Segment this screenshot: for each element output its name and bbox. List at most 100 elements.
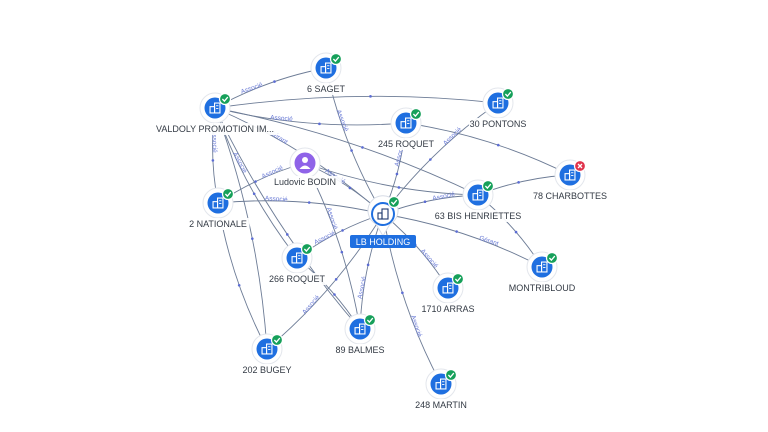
node-label: 1710 ARRAS [421,304,474,314]
edge-label-saget-lb: Associé [335,109,350,133]
edge-arrow-henriettes-lb [423,200,427,203]
node-lb-holding[interactable]: LB HOLDING [350,195,416,248]
focus-label-bg [350,235,416,248]
edge-arrow-bodin-nationale [254,180,257,183]
node-valdoly-promotion-im[interactable]: VALDOLY PROMOTION IM... [152,92,278,135]
check-badge-icon [221,187,235,201]
node-label: 30 PONTONS [470,119,527,129]
building-icon [564,169,576,181]
building-icon [442,282,454,294]
edge-valdoly-pontons [214,95,499,109]
edge-label-valdoly-saget: Associé [240,81,264,95]
node-label: MONTRIBLOUD [509,283,576,293]
node-label: 6 SAGET [307,84,346,94]
node-label-bg [240,364,294,376]
node-label: 245 ROQUET [378,139,435,149]
node-label-bg [377,138,435,150]
node-245-roquet[interactable]: 245 ROQUET [377,107,435,150]
node-89-balmes[interactable]: 89 BALMES [333,313,387,356]
building-icon [377,208,389,220]
edge-arrow-valdoly-roquet266 [252,192,256,196]
node-label-bg [268,273,326,285]
edge-label-nationale-lb: Associé [265,195,289,204]
node-label-bg [533,190,607,202]
node-6-saget[interactable]: 6 SAGET [304,52,348,95]
edge-valdoly-bugey [214,107,268,350]
edge-arrow-valdoly-balmes [286,233,289,236]
check-badge-icon [329,52,343,66]
edge-arrow-nationale-bugey [237,283,241,287]
edge-label-balmes-lb: Associé [357,275,368,299]
edge-label-henriettes-lb: Associé [432,191,456,202]
check-badge-icon [387,195,401,209]
node-label-bg [430,210,526,222]
edge-nationale-lb [217,200,384,215]
edge-arrow-charbottes-henriettes [517,181,520,184]
building-icon [212,197,224,209]
edge-label-arras-lb: Associé [419,248,440,270]
edge-roquet245-charbottes [405,122,571,176]
node-label-bg [268,176,342,188]
node-63-bis-henriettes[interactable]: 63 BIS HENRIETTES [430,179,526,222]
node-label-bg [469,118,527,130]
node-label: 78 CHARBOTTES [533,191,607,201]
node-label-bg [186,218,250,230]
node-label: 2 NATIONALE [189,219,247,229]
node-label: 266 ROQUET [269,274,326,284]
node-label: 63 BIS HENRIETTES [435,211,522,221]
edge-arrow-roquet245-charbottes [496,143,500,147]
edge-arrow-roquet266-balmes [333,293,336,296]
edge-arrow-pontons-lb [429,158,432,161]
cross-badge-icon [573,159,587,173]
node-label-bg [333,344,387,356]
building-icon [354,323,366,335]
node-label-bg [419,303,477,315]
edge-arrow-roquet245-lb [395,172,399,176]
building-icon [209,102,221,114]
edge-label-pontons-lb: Associé [442,126,464,147]
edge-arrow-henriettes-montribloud [514,230,518,234]
edge-montribloud-lb [382,213,543,268]
edge-arrow-valdoly-nationale [211,159,215,162]
node-78-charbottes[interactable]: 78 CHARBOTTES [533,159,607,202]
check-badge-icon [444,368,458,382]
building-icon [435,378,447,390]
building-icon [261,343,273,355]
edge-arrow-valdoly-saget [273,80,276,83]
node-label: Ludovic BODIN [274,177,336,187]
building-icon [492,97,504,109]
edge-arrow-bodin-balmes [340,250,344,254]
node-montribloud[interactable]: MONTRIBLOUD [509,251,576,294]
node-label: 202 BUGEY [242,365,291,375]
edge-arrow-valdoly-pontons [369,95,372,98]
building-icon [472,189,484,201]
node-label: 248 MARTIN [415,400,467,410]
building-icon [536,261,548,273]
edge-arrow-balmes-lb [366,263,370,267]
node-label-bg [304,83,348,95]
node-30-pontons[interactable]: 30 PONTONS [469,87,527,130]
node-ludovic-bodin[interactable]: Ludovic BODIN [268,147,342,188]
check-badge-icon [409,107,423,121]
edge-arrow-martin-lb [401,291,404,295]
edge-arrow-valdoly-henriettes [361,146,364,149]
edge-label-montribloud-lb: Gérant [478,235,499,248]
node-248-martin[interactable]: 248 MARTIN [412,368,470,411]
edge-arrow-valdoly-roquet245 [318,122,321,126]
node-label-bg [152,123,278,135]
building-icon [291,252,303,264]
check-badge-icon [300,242,314,256]
edge-label-bodin-balmes: Associé [325,207,339,231]
check-badge-icon [218,92,232,106]
node-1710-arras[interactable]: 1710 ARRAS [419,272,477,315]
edge-valdoly-henriettes [214,107,479,196]
node-label: 89 BALMES [335,345,384,355]
edge-label-valdoly-nationale: Associé [210,130,218,153]
node-266-roquet[interactable]: 266 ROQUET [268,242,326,285]
check-badge-icon [451,272,465,286]
node-label: LB HOLDING [356,237,411,247]
edge-arrow-bugey-lb [334,278,338,281]
node-2-nationale[interactable]: 2 NATIONALE [186,187,250,230]
node-202-bugey[interactable]: 202 BUGEY [240,333,294,376]
